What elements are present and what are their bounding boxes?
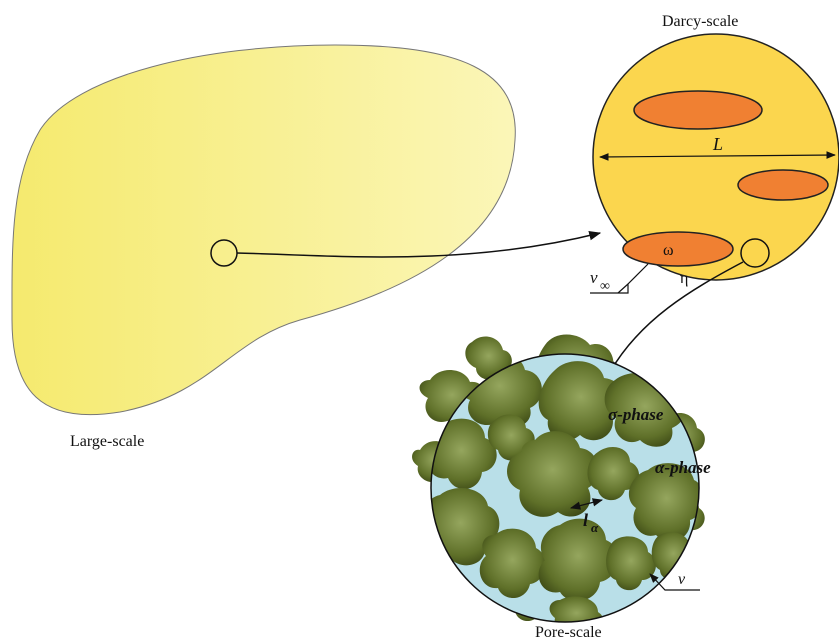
v-pore-label: v — [678, 571, 686, 588]
inclusion-omega — [623, 232, 733, 266]
darcy-scale-label: Darcy-scale — [662, 13, 738, 30]
length-L-label: L — [712, 134, 723, 154]
large-scale-region — [12, 45, 515, 415]
sigma-phase-label: σ-phase — [608, 405, 664, 424]
v-infinity-label: v — [590, 268, 598, 287]
eta-label: η — [680, 270, 688, 287]
v-infinity-leader — [590, 264, 648, 293]
inclusion-right — [738, 170, 828, 200]
l-alpha-label: l — [583, 510, 588, 530]
pore-scale-label: Pore-scale — [535, 624, 602, 641]
v-infinity-pointer — [618, 284, 628, 293]
l-alpha-subscript: α — [591, 520, 599, 535]
omega-label: ω — [663, 242, 674, 259]
inclusion-top — [634, 91, 762, 129]
alpha-phase-label: α-phase — [655, 458, 711, 477]
v-infinity-subscript: ∞ — [600, 279, 610, 294]
large-scale-label: Large-scale — [70, 433, 144, 450]
